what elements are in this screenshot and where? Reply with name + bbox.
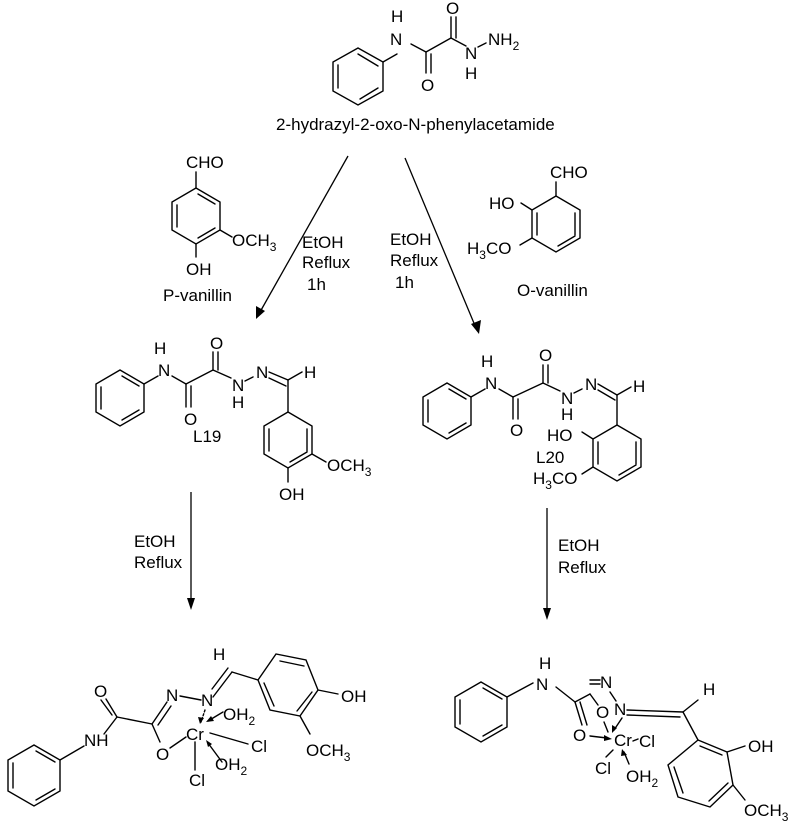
atom-h: H xyxy=(213,645,225,664)
atom-och3: OCH3 xyxy=(744,801,789,824)
condition-label: Reflux xyxy=(134,553,183,572)
atom-h: H xyxy=(481,352,493,371)
atom-oh: OH xyxy=(341,687,367,706)
atom-oh: OH xyxy=(748,737,774,756)
atom-o: O xyxy=(210,334,223,353)
atom-n: N xyxy=(585,375,597,394)
solvent-label: EtOH xyxy=(134,532,176,551)
complex-cr-l20: H N O N O N Cr Cl Cl OH2 H xyxy=(454,654,789,824)
condition-label: Reflux xyxy=(558,558,607,577)
arrow-step2-left xyxy=(187,492,195,610)
atom-o: O xyxy=(156,745,169,764)
arrow-step1-right xyxy=(404,157,481,334)
atom-cr: Cr xyxy=(186,725,204,744)
complex-cr-l19: NH O N N O Cr OH2 Cl OH2 Cl H O xyxy=(7,645,367,807)
atom-oh: OH xyxy=(279,485,305,504)
atom-n: N xyxy=(201,691,213,710)
atom-n: N xyxy=(614,700,626,719)
solvent-label: EtOH xyxy=(302,233,344,252)
atom-cr: Cr xyxy=(614,731,632,750)
conditions-step2-right: EtOH Reflux xyxy=(558,536,607,577)
atom-h: H xyxy=(561,405,573,424)
atom-och3: OCH3 xyxy=(327,456,372,479)
atom-oh2: OH2 xyxy=(215,755,248,778)
atom-n: N xyxy=(158,361,170,380)
condition-label: Reflux xyxy=(302,253,351,272)
atom-nh: NH xyxy=(84,731,109,750)
time-label: 1h xyxy=(395,273,414,292)
compound-name: P-vanillin xyxy=(163,286,232,305)
compound-label: L20 xyxy=(536,448,564,467)
atom-h: H xyxy=(539,654,551,673)
atom-o: O xyxy=(421,76,434,95)
o-vanillin: CHO HO H3CO O-vanillin xyxy=(467,163,588,300)
atom-o: O xyxy=(573,726,586,745)
atom-h3co: H3CO xyxy=(533,469,577,492)
atom-cl: Cl xyxy=(251,737,267,756)
solvent-label: EtOH xyxy=(558,536,600,555)
atom-h: H xyxy=(465,64,477,83)
compound-name: 2-hydrazyl-2-oxo-N-phenylacetamide xyxy=(276,115,555,134)
atom-och3: OCH3 xyxy=(306,741,351,764)
ligand-l19: H N O O N H N H OCH3 OH L19 xyxy=(95,334,372,504)
atom-och3: OCH3 xyxy=(232,231,277,254)
atom-n: N xyxy=(232,376,244,395)
atom-nh2: NH2 xyxy=(488,30,520,53)
atom-h: H xyxy=(154,339,166,358)
atom-n: N xyxy=(166,686,178,705)
atom-n: N xyxy=(256,363,268,382)
atom-o: O xyxy=(539,346,552,365)
atom-o: O xyxy=(184,410,197,429)
atom-o: O xyxy=(596,703,609,722)
atom-cl: Cl xyxy=(189,771,205,790)
atom-n: N xyxy=(561,389,573,408)
atom-h: H xyxy=(304,363,316,382)
compound-label: L19 xyxy=(193,427,221,446)
atom-ho: HO xyxy=(489,194,515,213)
atom-h3co: H3CO xyxy=(467,239,511,262)
arrow-step2-right xyxy=(543,508,551,620)
atom-oh2: OH2 xyxy=(626,767,659,790)
condition-label: Reflux xyxy=(390,251,439,270)
arrow-step1-left xyxy=(256,155,349,319)
atom-cho: CHO xyxy=(186,153,224,172)
atom-n: N xyxy=(390,30,402,49)
atom-n: N xyxy=(485,374,497,393)
atom-n: N xyxy=(465,44,477,63)
atom-oh2: OH2 xyxy=(223,705,256,728)
time-label: 1h xyxy=(307,275,326,294)
solvent-label: EtOH xyxy=(390,230,432,249)
atom-ho: HO xyxy=(547,426,573,445)
atom-h: H xyxy=(232,393,244,412)
atom-oh: OH xyxy=(186,260,212,279)
ligand-l20: H N O O N H N H HO H3CO L20 xyxy=(422,346,645,492)
atom-cho: CHO xyxy=(550,163,588,182)
atom-n: N xyxy=(600,673,612,692)
conditions-step2-left: EtOH Reflux xyxy=(134,532,183,572)
atom-o: O xyxy=(510,421,523,440)
benzene-ring xyxy=(332,47,384,106)
conditions-step1-right: EtOH Reflux 1h xyxy=(390,230,439,292)
atom-h: H xyxy=(391,7,403,26)
atom-n: N xyxy=(536,675,548,694)
atom-h: H xyxy=(633,377,645,396)
atom-o: O xyxy=(446,0,459,18)
p-vanillin: CHO OCH3 OH P-vanillin xyxy=(163,153,277,305)
starting-material: H N O O N H NH2 2-hydrazyl-2-oxo-N-pheny… xyxy=(276,0,555,134)
atom-cl: Cl xyxy=(595,759,611,778)
atom-o: O xyxy=(94,682,107,701)
conditions-step1-left: EtOH Reflux 1h xyxy=(302,233,351,294)
atom-h: H xyxy=(703,680,715,699)
compound-name: O-vanillin xyxy=(517,281,588,300)
atom-cl: Cl xyxy=(639,732,655,751)
